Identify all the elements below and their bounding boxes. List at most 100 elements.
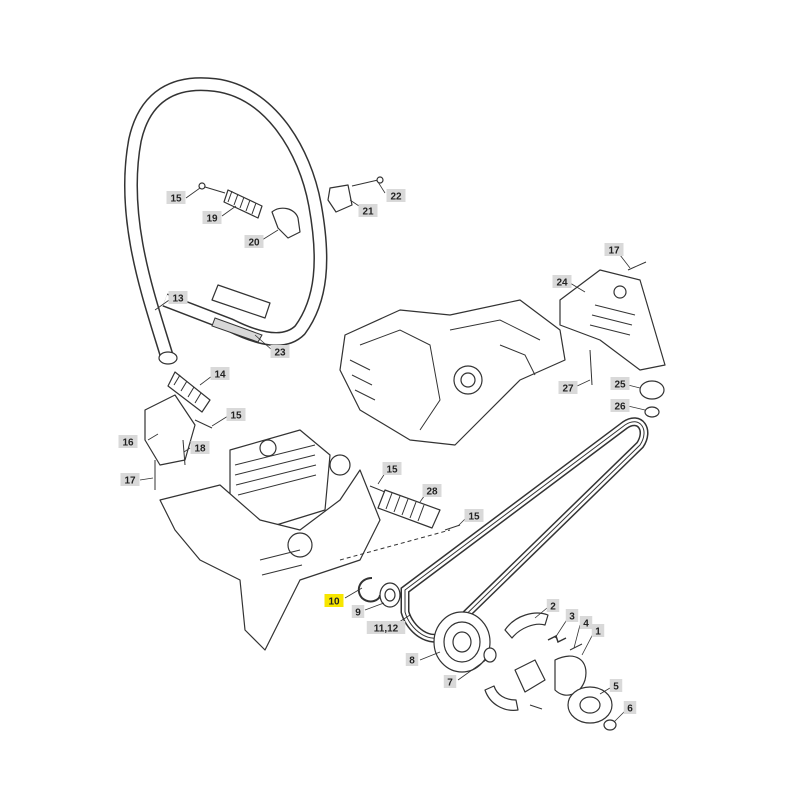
spring-part-14 <box>167 371 211 413</box>
callout-c15c: 15 <box>382 462 402 476</box>
callout-label: 4 <box>583 619 589 630</box>
callout-c14: 14 <box>210 367 230 381</box>
bolt-part-18 <box>182 439 186 466</box>
callout-c1: 1 <box>591 624 605 638</box>
callout-label: 17 <box>608 246 620 257</box>
callout-box <box>591 624 605 637</box>
callout-c7: 7 <box>443 675 457 689</box>
callout-c9: 9 <box>351 605 365 619</box>
callout-c16: 16 <box>118 435 138 449</box>
callout-label: 19 <box>206 214 218 225</box>
callout-box <box>623 701 637 714</box>
callout-label: 28 <box>426 487 438 498</box>
bracket-part-21 <box>327 184 353 213</box>
engine-cylinder <box>159 429 381 651</box>
callout-c6: 6 <box>623 701 637 715</box>
callout-label: 6 <box>627 704 633 715</box>
callout-box <box>118 435 138 448</box>
callout-c15b: 15 <box>226 408 246 422</box>
callout-c26: 26 <box>610 399 630 413</box>
callout-label: 8 <box>409 656 415 667</box>
callout-label: 10 <box>328 597 340 608</box>
callout-label: 3 <box>569 612 575 623</box>
callout-box <box>565 609 579 622</box>
grip-part-28 <box>377 489 441 529</box>
callout-box <box>443 675 457 688</box>
callout-label: 26 <box>614 402 626 413</box>
callout-c23: 23 <box>270 345 290 359</box>
callout-c1112: 11,12 <box>366 621 406 635</box>
callout-label: 18 <box>194 444 206 455</box>
callout-c17a: 17 <box>604 243 624 257</box>
washer-part-6 <box>603 719 617 731</box>
bolt-part-15-mid <box>194 419 213 429</box>
callout-box <box>244 235 264 248</box>
callout-c13: 13 <box>168 291 188 305</box>
callout-label: 2 <box>550 602 556 613</box>
callout-c15d: 15 <box>464 509 484 523</box>
callout-box <box>464 509 484 522</box>
spring-part-4 <box>569 643 583 651</box>
bolt-part-27 <box>589 349 593 386</box>
callout-label: 20 <box>248 238 260 249</box>
callout-label: 24 <box>556 278 568 289</box>
callout-c24: 24 <box>552 275 572 289</box>
callout-box <box>120 473 140 486</box>
callout-box <box>190 441 210 454</box>
callout-label: 21 <box>362 207 374 218</box>
nut-part-26 <box>644 406 660 418</box>
callout-c20: 20 <box>244 235 264 249</box>
callout-box <box>358 204 378 217</box>
callout-box <box>366 621 406 634</box>
callout-box <box>270 345 290 358</box>
callout-label: 23 <box>274 348 286 359</box>
callout-c5: 5 <box>609 679 623 693</box>
callout-label: 15 <box>386 465 398 476</box>
callout-c3: 3 <box>565 609 579 623</box>
callout-box <box>386 189 406 202</box>
drive-belt <box>400 417 649 643</box>
hub-part-5 <box>567 686 613 724</box>
callout-c28: 28 <box>422 484 442 498</box>
callout-c15a: 15 <box>166 191 186 205</box>
bolt-part-17-top <box>627 261 647 271</box>
callout-box <box>405 653 419 666</box>
callout-c10: 10 <box>324 594 344 608</box>
circlip-part-10 <box>357 577 381 603</box>
grip-part-23 <box>211 284 271 319</box>
bolt-part-15-right <box>444 524 461 531</box>
callout-c19: 19 <box>202 211 222 225</box>
callout-box <box>579 616 593 629</box>
callout-box <box>552 275 572 288</box>
callout-label: 15 <box>468 512 480 523</box>
callout-label: 5 <box>613 682 619 693</box>
bracket-part-24 <box>559 269 666 371</box>
callout-box <box>351 605 365 618</box>
callout-label: 27 <box>562 384 574 395</box>
callout-box <box>166 191 186 204</box>
clutch-shoe-part-2 <box>504 612 549 639</box>
bolt-part-15-grip <box>369 485 386 493</box>
callout-label: 22 <box>390 192 402 203</box>
callout-c22: 22 <box>386 189 406 203</box>
callout-label: 17 <box>124 476 136 487</box>
callout-box <box>546 599 560 612</box>
clutch-drum-part-8 <box>433 611 491 673</box>
callout-box <box>202 211 222 224</box>
callout-label: 16 <box>122 438 134 449</box>
callout-label: 15 <box>230 411 242 422</box>
callout-box <box>609 679 623 692</box>
callout-label: 1 <box>595 627 601 638</box>
callout-c8: 8 <box>405 653 419 667</box>
bracket-part-16 <box>144 394 196 466</box>
callout-box <box>382 462 402 475</box>
callout-c21: 21 <box>358 204 378 218</box>
callout-box <box>168 291 188 304</box>
callout-c4: 4 <box>579 616 593 630</box>
handle-spring <box>198 182 263 219</box>
callout-box <box>226 408 246 421</box>
callout-label: 13 <box>172 294 184 305</box>
callout-box <box>210 367 230 380</box>
